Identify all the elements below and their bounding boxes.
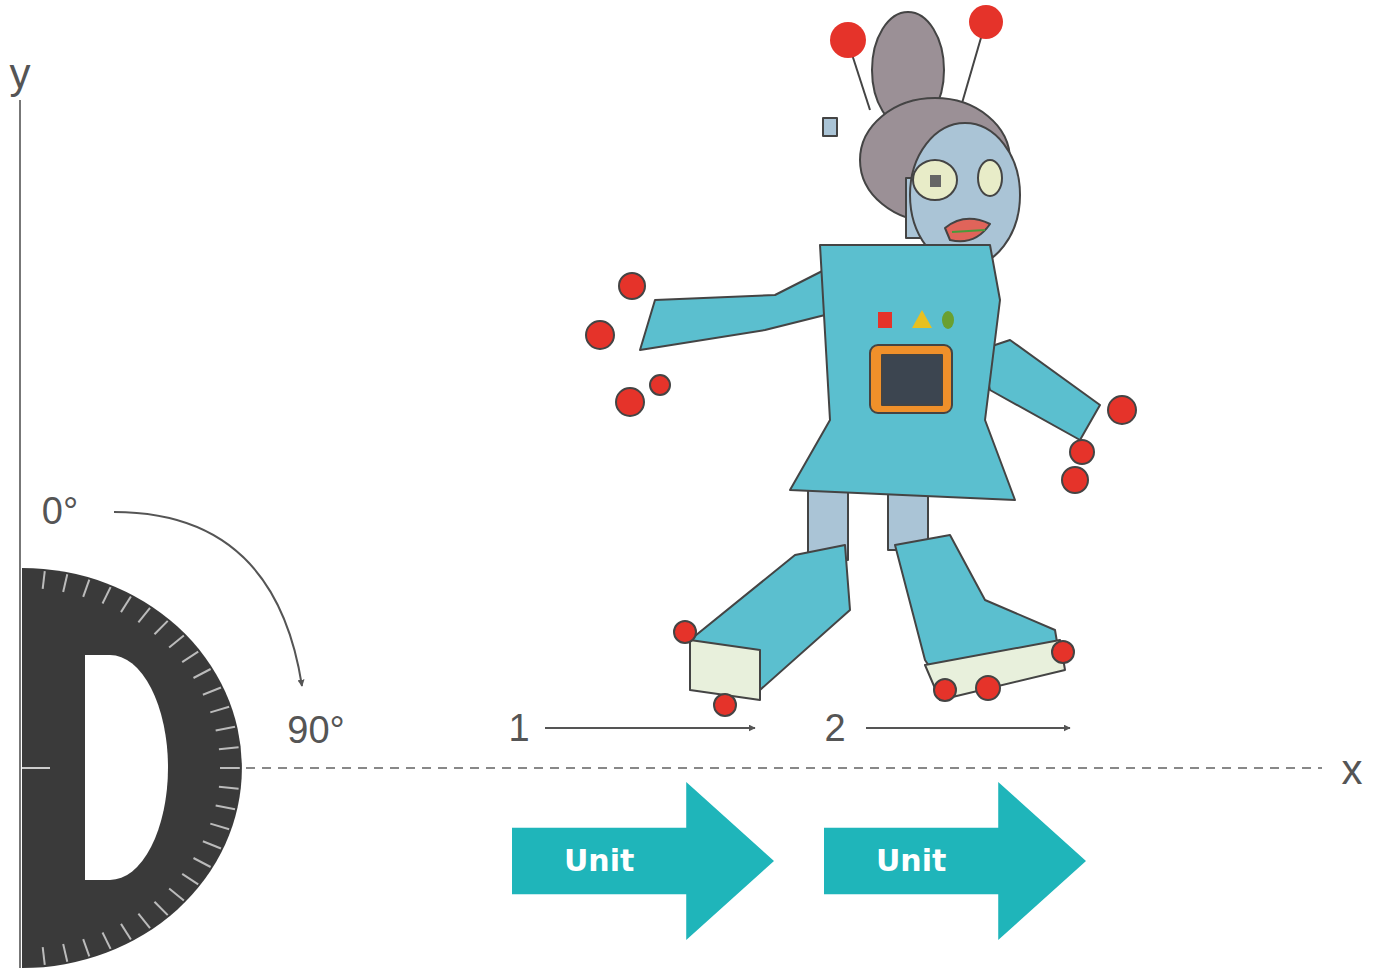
arrow-shape xyxy=(512,782,774,940)
dial-tick xyxy=(83,939,89,956)
dial-tick xyxy=(103,932,111,948)
dial-mark xyxy=(22,767,50,769)
dial-tick xyxy=(210,707,229,713)
dial-tick xyxy=(182,652,198,663)
dial-tick xyxy=(63,944,67,962)
dial-tick xyxy=(219,747,239,749)
dial-tick xyxy=(216,727,235,731)
dial-tick xyxy=(203,841,221,848)
dial-tick xyxy=(193,669,210,678)
step-arrow xyxy=(866,727,1070,729)
unit-label: Unit xyxy=(824,828,998,894)
dial-tick xyxy=(63,574,67,592)
arrow-fill xyxy=(824,782,1086,940)
unit-arrow: Unit xyxy=(824,782,1086,940)
dial-tick xyxy=(219,787,239,789)
dial-tick xyxy=(220,767,240,769)
dial-tick xyxy=(138,914,150,929)
dial-tick xyxy=(169,636,184,648)
dial-tick xyxy=(203,687,221,694)
dial-tick xyxy=(154,621,167,634)
arrow-shape xyxy=(824,782,1086,940)
angle-dial xyxy=(22,568,242,968)
dial-tick xyxy=(138,608,150,623)
dial-tick xyxy=(182,874,198,885)
dial-tick xyxy=(121,597,131,613)
dial-tick xyxy=(169,888,184,900)
step-number: 1 xyxy=(508,709,529,747)
dial-tick xyxy=(210,824,229,830)
axis-label: y xyxy=(10,53,31,95)
dial-tick xyxy=(43,571,45,589)
dial-hole xyxy=(85,655,168,880)
dial-tick xyxy=(103,587,111,603)
axis-label: x xyxy=(1342,749,1363,791)
arrow-fill xyxy=(512,782,774,940)
unit-arrow: Unit xyxy=(512,782,774,940)
y-axis xyxy=(19,100,21,968)
dial-tick xyxy=(216,805,235,809)
step-number: 2 xyxy=(824,709,845,747)
dial-ticks xyxy=(43,571,240,965)
angle-label: 0° xyxy=(42,492,78,530)
dial-tick xyxy=(154,902,167,915)
step-arrow xyxy=(545,727,755,729)
rotation-arrow xyxy=(114,512,302,686)
dial-tick xyxy=(83,580,89,597)
angle-label: 90° xyxy=(287,711,344,749)
dial-tick xyxy=(121,924,131,940)
dial-tick xyxy=(193,858,210,867)
unit-label: Unit xyxy=(512,828,686,894)
dial-tick xyxy=(43,947,45,965)
robot-skater xyxy=(586,5,1136,716)
